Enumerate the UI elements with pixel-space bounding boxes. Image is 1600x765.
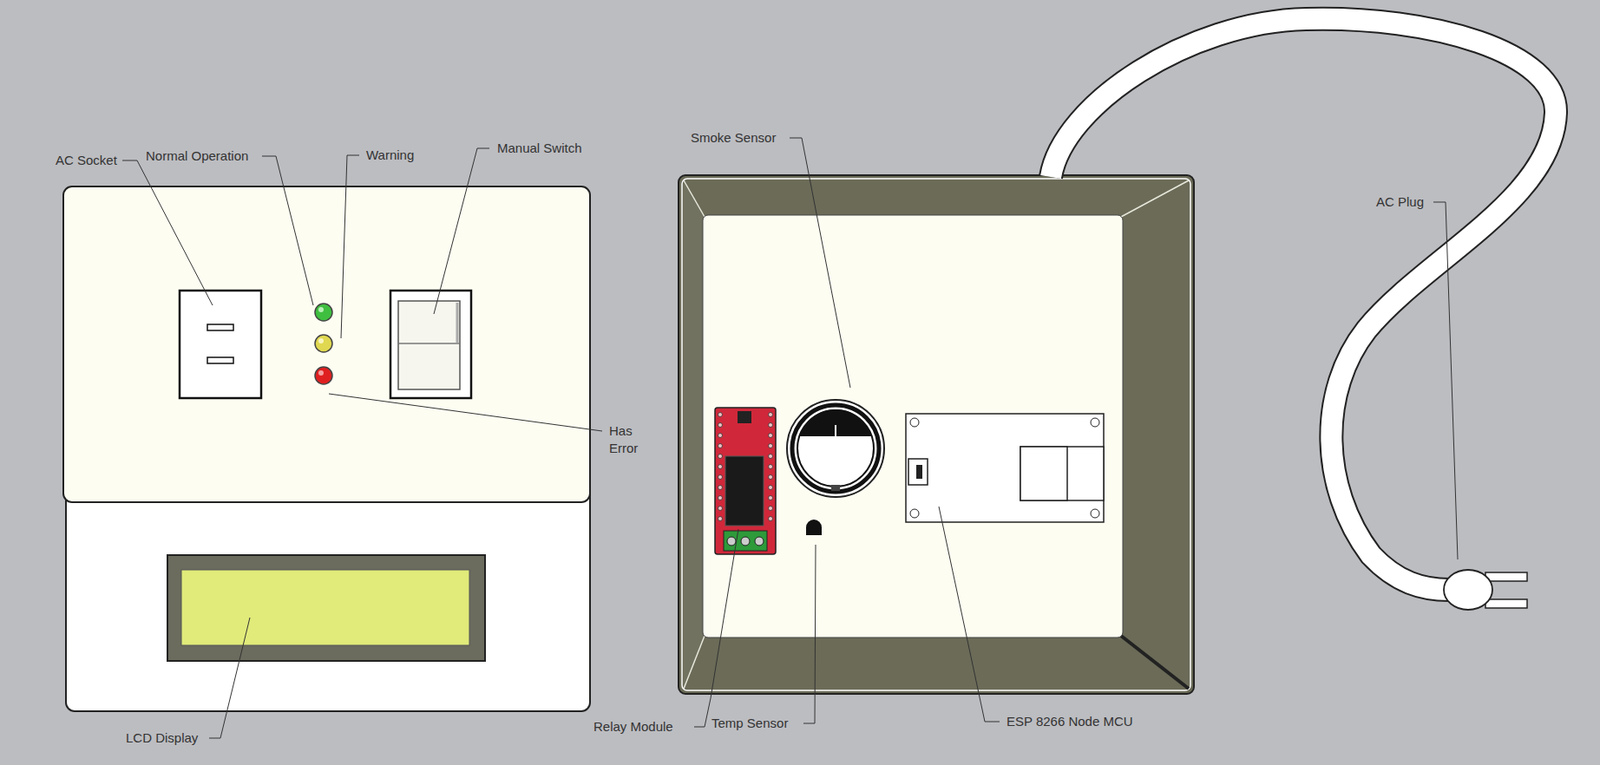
mount-hole: [1090, 509, 1100, 519]
relay-terminal: [723, 531, 768, 551]
leader-line: [122, 160, 213, 306]
callout-label: LCD Display: [125, 729, 198, 748]
left-wall: [683, 180, 703, 689]
cord-outline: [1050, 19, 1556, 591]
callout-label: AC Socket: [55, 151, 118, 170]
leader-line: [262, 156, 314, 306]
switch-rocker: [398, 301, 460, 390]
terminal-screw: [754, 537, 764, 546]
callout-label: Has Error: [609, 422, 651, 458]
wall-edge: [683, 180, 705, 217]
callout-label: Relay Module: [593, 718, 674, 736]
relay-chip: [737, 411, 752, 424]
relay-coil: [725, 456, 764, 526]
rocker-split: [398, 342, 460, 345]
callout-label: ESP 8266 Node MCU: [1006, 713, 1134, 731]
enclosure-floor: [702, 215, 1123, 638]
sensor-cap: [799, 409, 873, 437]
terminal-screw: [740, 537, 750, 546]
wall-edge: [1121, 636, 1189, 689]
sensor-tick: [834, 425, 837, 437]
led-shine: [318, 307, 324, 313]
terminal-screw: [727, 537, 736, 546]
callout-label: Smoke Sensor: [690, 129, 776, 147]
callout-label: Temp Sensor: [711, 714, 788, 733]
leader-line: [340, 155, 360, 339]
yellow-led: [314, 334, 333, 353]
temp-sensor: [806, 519, 822, 536]
cord: [1050, 19, 1556, 591]
leader-lines: [122, 137, 1458, 739]
panel-base: [65, 485, 591, 712]
sensor-ring: [792, 405, 879, 492]
enclosure-walls: [678, 175, 1194, 695]
esp8266-board: [905, 413, 1104, 523]
wall-edge: [683, 636, 705, 689]
sensor-mesh: [797, 410, 874, 487]
mount-hole: [1090, 418, 1100, 427]
wall-edge: [1121, 180, 1189, 217]
red-led: [314, 367, 333, 385]
enclosure-rim: [681, 178, 1191, 691]
power-cord: [1050, 19, 1556, 610]
micro-usb: [908, 459, 928, 486]
leader-line: [694, 529, 739, 728]
panel-top: [63, 186, 591, 503]
callout-label: Warning: [366, 146, 414, 164]
ac-plug: [1443, 570, 1493, 610]
relay-module: [714, 407, 776, 555]
leader-line: [938, 506, 1000, 722]
wifi-shield: [1020, 446, 1068, 501]
leader-line: [789, 137, 851, 388]
leader-line: [209, 617, 250, 739]
leader-line: [803, 544, 816, 724]
mount-hole: [910, 509, 919, 519]
wifi-module: [1020, 446, 1104, 501]
callout-label: AC Plug: [1376, 193, 1424, 211]
rocker-shade: [456, 302, 460, 343]
plug-prong: [1485, 572, 1528, 582]
leader-line: [328, 393, 603, 432]
socket-slot: [207, 357, 234, 364]
lcd-frame: [167, 555, 486, 662]
enclosure: [678, 175, 1194, 695]
led-shine: [318, 338, 324, 344]
leader-line: [1433, 202, 1458, 560]
socket-slot: [207, 324, 234, 331]
sensor-tab: [831, 485, 840, 492]
green-led: [314, 303, 333, 322]
mount-hole: [910, 418, 919, 427]
plug-prong: [1485, 599, 1528, 609]
ac-socket: [179, 290, 262, 399]
manual-switch: [390, 290, 472, 399]
front-panel: [63, 186, 591, 712]
leader-line: [433, 148, 490, 315]
callout-label: Manual Switch: [497, 139, 583, 158]
led-shine: [318, 370, 324, 376]
usb-port: [916, 465, 923, 479]
callout-label: Normal Operation: [145, 147, 249, 165]
lcd-screen: [181, 570, 470, 646]
smoke-sensor: [786, 400, 885, 498]
